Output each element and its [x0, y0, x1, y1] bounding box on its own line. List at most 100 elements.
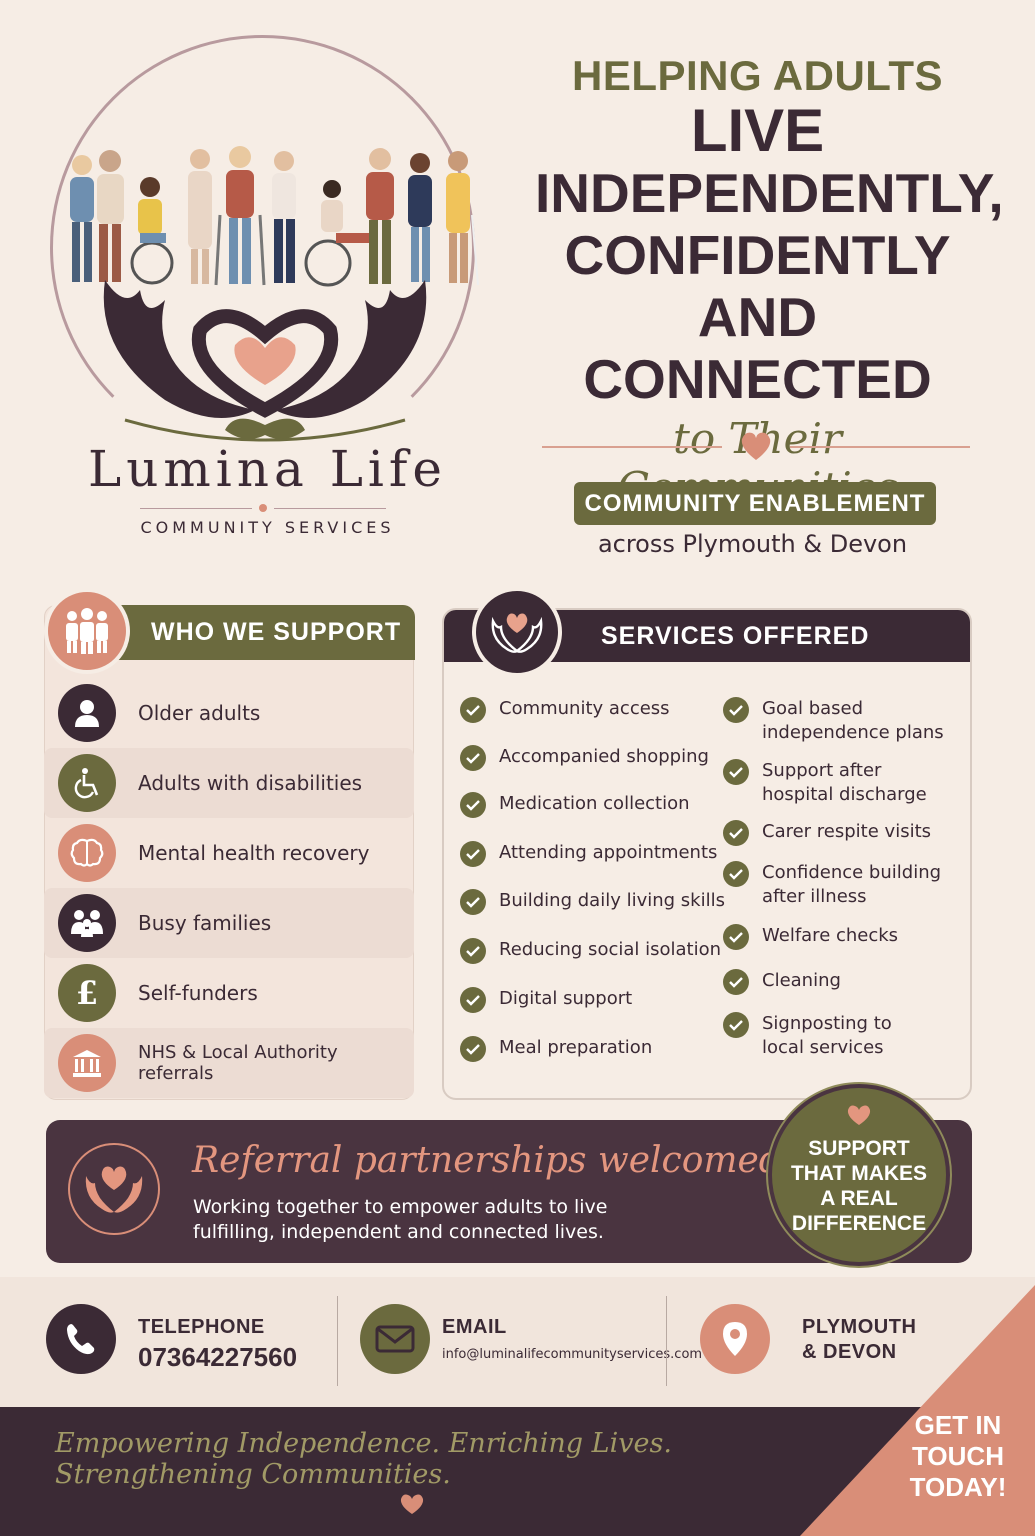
check-icon — [460, 938, 486, 964]
referral-line1: Working together to empower adults to li… — [193, 1196, 608, 1218]
footer-tagline: Empowering Independence. Enriching Lives… — [55, 1428, 672, 1490]
seal-line1: SUPPORT — [808, 1137, 910, 1160]
people-illustration-icon — [70, 146, 479, 287]
check-icon — [460, 745, 486, 771]
check-icon — [723, 924, 749, 950]
service-label: Goal based independence plans — [762, 697, 944, 745]
service-item: Building daily living skills — [460, 889, 725, 915]
service-label-line: Goal based — [762, 698, 864, 719]
referral-title: Referral partnerships welcomed — [192, 1140, 782, 1181]
seal-line3: A REAL — [820, 1187, 898, 1210]
get-in-touch-button[interactable]: GET IN TOUCH TODAY! — [895, 1410, 1021, 1503]
brand-dot — [259, 504, 267, 512]
service-area: across Plymouth & Devon — [597, 530, 908, 558]
list-item: Mental health recovery — [44, 818, 414, 888]
service-label: Meal preparation — [499, 1037, 653, 1058]
service-label: Medication collection — [499, 793, 690, 814]
service-badge: COMMUNITY ENABLEMENT — [574, 482, 936, 525]
check-icon — [460, 841, 486, 867]
service-label: Cleaning — [762, 969, 841, 993]
who-label: Older adults — [138, 701, 261, 725]
cta-line1: GET IN — [914, 1410, 1002, 1440]
check-icon — [460, 792, 486, 818]
location-pin-icon — [700, 1304, 770, 1374]
cta-line2: TOUCH — [912, 1441, 1004, 1471]
family-icon — [58, 894, 116, 952]
check-icon — [723, 861, 749, 887]
check-icon — [723, 697, 749, 723]
who-we-support-list: Older adults Adults with disabilities Me… — [44, 678, 414, 1098]
cta-line3: TODAY! — [909, 1472, 1007, 1502]
headline: HELPING ADULTS LIVE INDEPENDENTLY, CONFI… — [535, 52, 1004, 512]
wheelchair-icon — [58, 754, 116, 812]
service-label-line: Cleaning — [762, 970, 841, 991]
seal-line2: THAT MAKES — [790, 1162, 928, 1185]
service-item: Welfare checks — [723, 924, 898, 950]
service-label-line: Signposting to — [762, 1013, 892, 1034]
service-label: Community access — [499, 698, 670, 719]
service-item: Meal preparation — [460, 1036, 652, 1062]
pound-icon: £ — [58, 964, 116, 1022]
who-label: Adults with disabilities — [138, 771, 363, 795]
service-label: Digital support — [499, 988, 633, 1009]
service-label-line: independence plans — [762, 722, 944, 743]
brand-divider-left — [140, 508, 252, 509]
service-item: Confidence building after illness — [723, 861, 941, 909]
service-item: Goal based independence plans — [723, 697, 944, 745]
caring-hands-icon — [103, 280, 427, 442]
service-item: Accompanied shopping — [460, 745, 709, 771]
building-icon — [58, 1034, 116, 1092]
brand-name: Lumina Life — [87, 440, 447, 498]
check-icon — [723, 969, 749, 995]
headline-divider-right — [790, 446, 970, 448]
brain-icon — [58, 824, 116, 882]
service-label: Building daily living skills — [499, 890, 725, 911]
headline-line5: AND CONNECTED — [583, 286, 932, 410]
email-address[interactable]: info@luminalifecommunityservices.com — [442, 1347, 703, 1362]
service-label-line: Welfare checks — [762, 925, 899, 946]
who-label: Self-funders — [138, 981, 258, 1005]
list-item: Busy families — [44, 888, 414, 958]
service-item: Digital support — [460, 987, 632, 1013]
telephone-number[interactable]: 07364227560 — [138, 1342, 298, 1372]
referral-line2: fulfilling, independent and connected li… — [193, 1221, 604, 1243]
service-label: Attending appointments — [499, 842, 718, 863]
services-card — [442, 608, 972, 1100]
headline-line4: CONFIDENTLY — [564, 224, 951, 286]
email-label: EMAIL — [442, 1316, 507, 1338]
check-icon — [723, 1012, 749, 1038]
service-item: Medication collection — [460, 792, 690, 818]
service-label-line: after illness — [762, 886, 867, 907]
service-label-line: Confidence building — [762, 862, 942, 883]
group-icon — [44, 588, 130, 674]
heart-hands-icon — [68, 1143, 160, 1235]
contact-divider — [337, 1296, 338, 1386]
list-item: Adults with disabilities — [44, 748, 414, 818]
envelope-icon[interactable] — [360, 1304, 430, 1374]
brand-divider-right — [274, 508, 386, 509]
contact-divider — [666, 1296, 667, 1386]
who-label: Busy families — [138, 911, 272, 935]
location-line2: & DEVON — [802, 1341, 897, 1363]
heart-icon — [741, 432, 771, 460]
heart-icon — [847, 1105, 871, 1125]
service-label-line: hospital discharge — [762, 784, 927, 805]
phone-icon[interactable] — [46, 1304, 116, 1374]
seal-line4: DIFFERENCE — [791, 1212, 927, 1235]
location-line1: PLYMOUTH — [802, 1316, 917, 1338]
check-icon — [460, 987, 486, 1013]
check-icon — [723, 820, 749, 846]
who-we-support-title: WHO WE SUPPORT — [85, 605, 415, 660]
list-item: NHS & Local Authority referrals — [44, 1028, 414, 1098]
brand-subtitle: COMMUNITY SERVICES — [140, 518, 395, 537]
telephone-label: TELEPHONE — [138, 1316, 265, 1338]
service-label-line: Carer respite visits — [762, 821, 932, 842]
referral-description: Working together to empower adults to li… — [193, 1195, 673, 1245]
headline-divider-left — [542, 446, 722, 448]
check-icon — [460, 889, 486, 915]
check-icon — [460, 1036, 486, 1062]
service-item: Carer respite visits — [723, 820, 931, 846]
headline-line3: INDEPENDENTLY, — [535, 162, 1004, 224]
